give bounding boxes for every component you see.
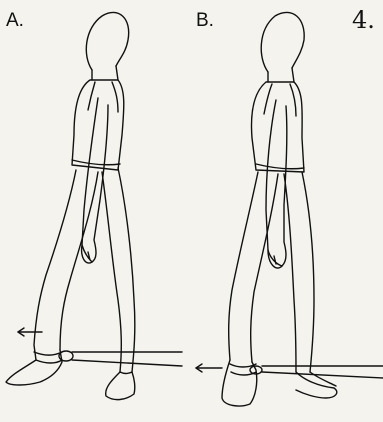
figure-a-direction-arrow [18, 328, 42, 336]
figure-b-direction-arrow [196, 364, 222, 372]
figure-b-neck [268, 68, 294, 82]
figure-b-rear-leg-inner [251, 174, 278, 362]
figure-b-waistband [256, 164, 304, 169]
figure-b-head [261, 12, 304, 72]
figure-b-front-leg-back [302, 172, 314, 372]
figure-b-torso [252, 82, 304, 172]
panel-label-b: B. [196, 10, 214, 32]
figure-a-neck [92, 66, 118, 80]
figure-a-walker [6, 12, 182, 399]
figure-a-ankle-cuff [34, 352, 62, 363]
figure-a-front-leg [102, 172, 121, 372]
figure-a-arm [82, 98, 108, 263]
figure-a-vest-strap [88, 82, 118, 112]
figure-b-walker [196, 12, 383, 406]
panel-label-a: A. [6, 10, 24, 32]
figure-a-cable-lower [72, 360, 182, 366]
figure-b-vest-strap [264, 84, 296, 116]
figure-b-hand [268, 250, 282, 266]
figure-a-front-ankle-line [120, 372, 132, 374]
figure-b-rear-leg [229, 172, 258, 360]
figure-b-cable-lower [262, 372, 383, 378]
figure-a-head [86, 12, 128, 70]
figure-b-front-leg [284, 174, 296, 372]
figure-a-waistband [72, 160, 120, 165]
figure-a-front-foot [106, 372, 135, 400]
figure-number: 4. [352, 6, 375, 34]
